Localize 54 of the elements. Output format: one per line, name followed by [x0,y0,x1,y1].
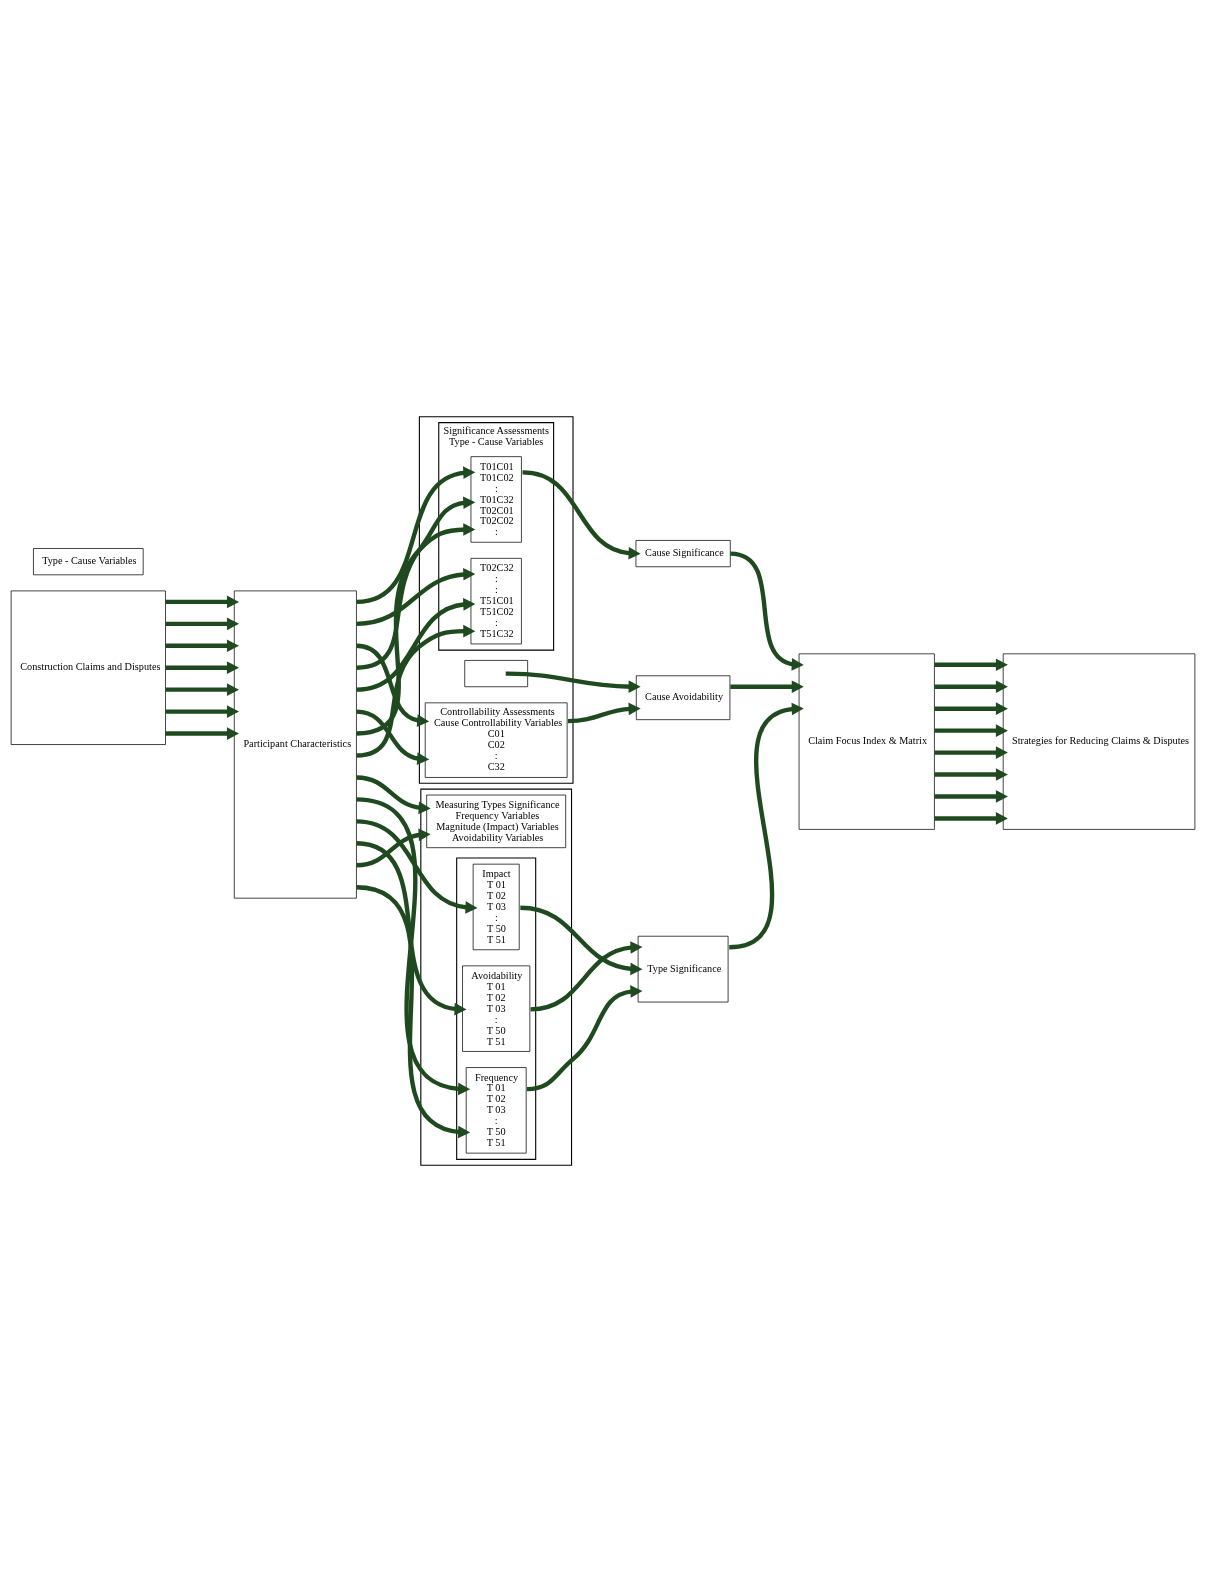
arrow [934,767,1008,781]
node-box: Claim Focus Index & Matrix [798,652,935,830]
arrow [505,670,641,693]
arrow [356,597,476,692]
node-box: Construction Claims and Disputes [10,590,166,745]
arrow [165,682,239,696]
node-box: Type Significance [637,935,729,1002]
arrow [165,660,239,674]
arrow [934,679,1008,693]
arrow [522,469,641,560]
arrow [356,774,431,814]
node-box: Strategies for Reducing Claims & Disputes [1002,652,1196,830]
arrow [526,984,643,1091]
arrow [356,624,476,758]
arrow [934,701,1008,715]
node-box: Frequency T 01 T 02 T 03 : T 50 T 51 [465,1066,527,1153]
node-box: Measuring Types Significance Frequency Variables Magnitude (Impact) Variables Avoidability Variables [426,794,567,848]
arrow [356,495,476,670]
arrow [165,726,239,740]
node-box: T02C32 : : T51C01 T51C02 : T51C32 [470,557,522,644]
node-box [464,659,528,687]
arrow [356,818,478,914]
arrow [730,679,804,693]
node-box: Avoidability T 01 T 02 T 03 : T 50 T 51 [462,965,531,1052]
arrow [934,657,1008,671]
arrow [356,840,467,1015]
arrow [530,940,643,1012]
arrow [934,789,1008,803]
arrow [934,811,1008,825]
arrow [729,550,804,671]
arrow [165,704,239,718]
arrow [934,745,1008,759]
node-box: Cause Significance [635,539,731,567]
node-box: Controllability Assessments Cause Controllability Variables C01 C02 : C32 [424,701,568,778]
arrow [165,638,239,652]
arrow [356,643,430,727]
arrow [356,796,471,1095]
arrow [356,708,430,765]
arrow [356,465,476,604]
node-box: T01C01 T01C02 : T01C32 T02C01 T02C02 : [470,455,522,543]
arrow [165,595,239,608]
arrow [165,617,239,630]
node-box: Impact T 01 T 02 T 03 : T 50 T 51 [472,863,520,950]
arrow [356,828,431,867]
arrow [520,905,643,975]
node-box: Participant Characteristics [233,590,357,899]
arrow [934,723,1008,737]
node-box: Type - Cause Variables [33,547,144,575]
arrow [356,522,476,736]
arrow [567,702,641,723]
arrow [728,702,804,949]
arrow [356,567,476,626]
arrow [356,884,471,1138]
node-box: Cause Avoidability [635,674,731,720]
